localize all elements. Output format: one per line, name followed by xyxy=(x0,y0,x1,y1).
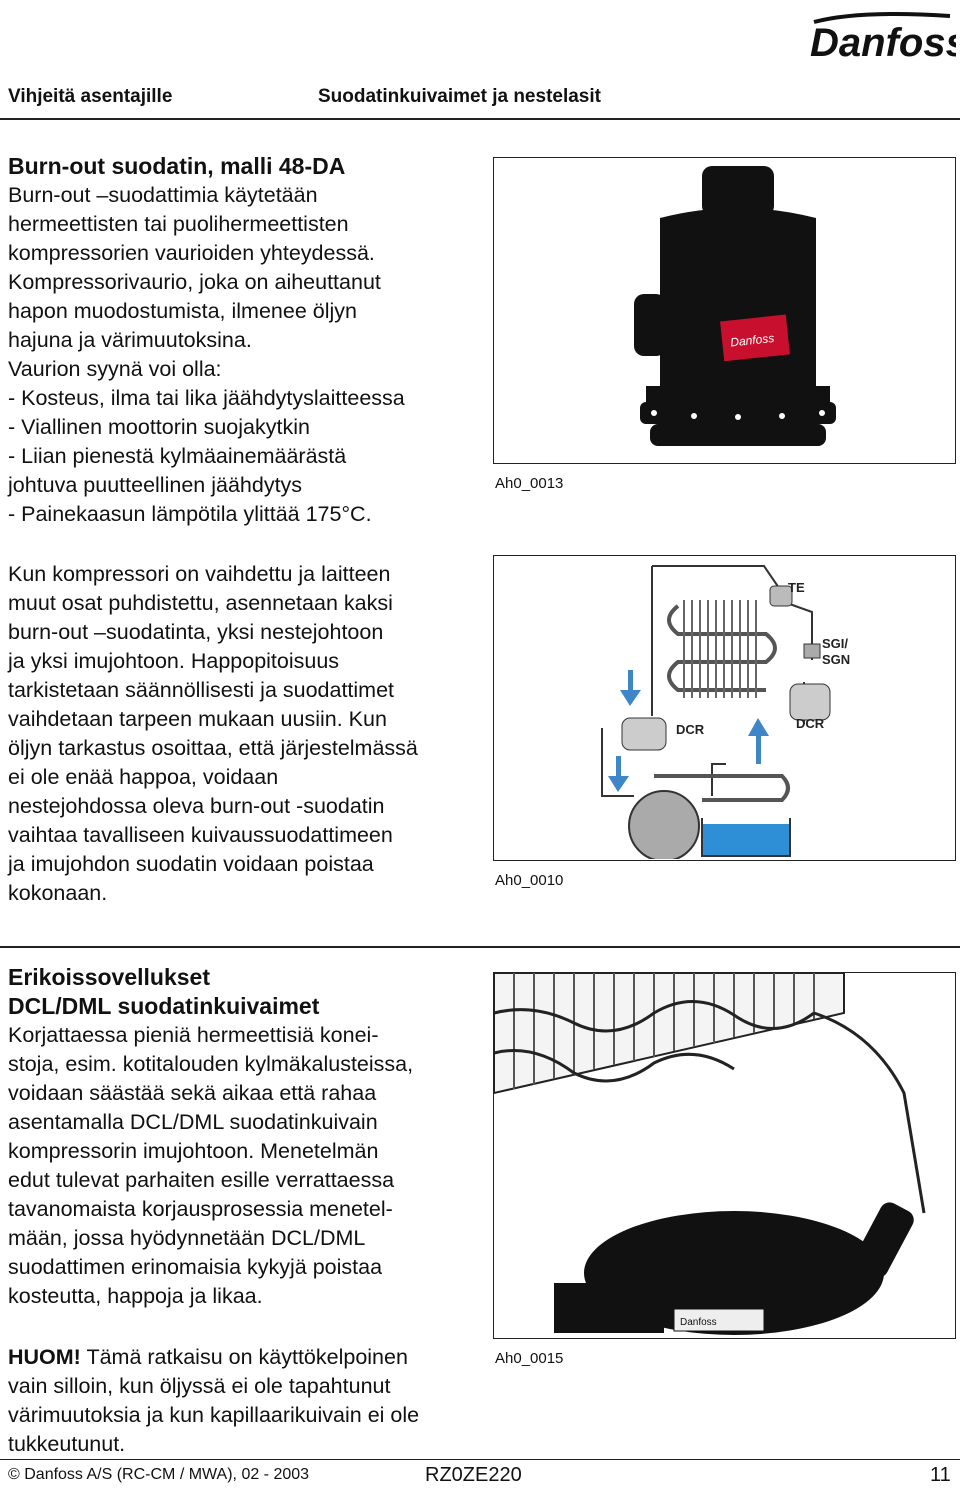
footer-copyright: © Danfoss A/S (RC-CM / MWA), 02 - 2003 xyxy=(8,1466,310,1483)
list-item: - Liian pienestä kylmäainemäärästä xyxy=(8,444,347,468)
dcr-right-label: DCR xyxy=(796,716,825,731)
section-burnout-filter: Burn-out suodatin, malli 48-DA Burn-out … xyxy=(8,152,488,529)
text-line: stoja, esim. kotitalouden kylmäkalusteis… xyxy=(8,1052,414,1076)
text-line: vaihtaa tavalliseen kuivaussuodattimeen xyxy=(8,823,393,847)
list-item: - Viallinen moottorin suojakytkin xyxy=(8,415,310,439)
header-document-title: Suodatinkuivaimet ja nestelasit xyxy=(318,86,601,107)
note-block: HUOM! Tämä ratkaisu on käyttökelpoinen v… xyxy=(8,1343,488,1459)
figure-caption: Ah0_0010 xyxy=(495,872,564,889)
header-rule xyxy=(0,118,960,120)
list-item: johtuva puutteellinen jäähdytys xyxy=(8,473,303,497)
list-item: - Painekaasun lämpötila ylittää 175°C. xyxy=(8,502,372,526)
svg-text:Danfoss: Danfoss xyxy=(730,331,775,350)
text-line: öljyn tarkastus osoittaa, että järjestel… xyxy=(8,736,418,760)
text-line: hermeettisten tai puolihermeettisten xyxy=(8,212,349,236)
text-line: vain silloin, kun öljyssä ei ole tapahtu… xyxy=(8,1374,391,1398)
logo-wordmark: Danfoss xyxy=(810,21,956,65)
section-title: Burn-out suodatin, malli 48-DA xyxy=(8,153,346,179)
section-subtitle: DCL/DML suodatinkuivaimet xyxy=(8,993,320,1019)
text-line: kosteutta, happoja ja likaa. xyxy=(8,1284,263,1308)
section-replacement-text: Kun kompressori on vaihdettu ja laitteen… xyxy=(8,560,488,908)
header-section-label: Vihjeitä asentajille xyxy=(8,86,173,107)
note-first-line: HUOM! Tämä ratkaisu on käyttökelpoinen xyxy=(8,1343,488,1372)
text-line: kompressorin imujohtoon. Menetelmän xyxy=(8,1139,379,1163)
text-line: ja yksi imujohtoon. Happopitoisuus xyxy=(8,649,340,673)
note-label: HUOM! xyxy=(8,1345,81,1369)
text-line: nestejohdossa oleva burn-out -suodatin xyxy=(8,794,385,818)
text-line: hapon muodostumista, ilmenee öljyn xyxy=(8,299,357,323)
text-line: burn-out –suodatinta, yksi nestejohtoon xyxy=(8,620,384,644)
text-line: suodattimen erinomaisia kykyjä poistaa xyxy=(8,1255,383,1279)
danfoss-logo: Danfoss xyxy=(800,8,960,68)
text-line: voidaan säästää sekä aikaa että rahaa xyxy=(8,1081,377,1105)
text-line: tarkistetaan säännöllisesti ja suodattim… xyxy=(8,678,395,702)
svg-text:Danfoss: Danfoss xyxy=(680,1317,717,1328)
sgn-label: SGN xyxy=(822,652,850,667)
text-line: muut osat puhdistettu, asennetaan kaksi xyxy=(8,591,393,615)
section-body: Burn-out –suodattimia käytetään hermeett… xyxy=(8,181,488,529)
text-line: Kun kompressori on vaihdettu ja laitteen xyxy=(8,562,391,586)
section-title: Erikoissovellukset xyxy=(8,964,210,990)
text-line: tavanomaista korjausprosessia menetel- xyxy=(8,1197,393,1221)
figure-system-diagram: TE SGI/ SGN DCR DCR xyxy=(493,555,956,862)
figure-compressor-installation: Danfoss xyxy=(493,972,956,1339)
figure-burnout-filter: Danfoss xyxy=(493,157,956,464)
refrigeration-circuit-diagram: TE SGI/ SGN DCR DCR xyxy=(601,565,850,862)
text-line: ja imujohdon suodatin voidaan poistaa xyxy=(8,852,374,876)
compressor-illustration: Danfoss xyxy=(493,972,926,1335)
section-body: Korjattaessa pieniä hermeettisiä konei- … xyxy=(8,1021,488,1311)
section-special-applications: Erikoissovellukset DCL/DML suodatinkuiva… xyxy=(8,963,488,1311)
figure-caption: Ah0_0015 xyxy=(495,1350,564,1367)
burnout-filter-illustration: Danfoss xyxy=(634,166,836,446)
text-line: kompressorien vaurioiden yhteydessä. xyxy=(8,241,375,265)
text-line: Korjattaessa pieniä hermeettisiä konei- xyxy=(8,1023,379,1047)
text-line: hajuna ja värimuutoksina. xyxy=(8,328,252,352)
text-line: kokonaan. xyxy=(8,881,108,905)
text-line: edut tulevat parhaiten esille verrattaes… xyxy=(8,1168,395,1192)
te-label: TE xyxy=(788,580,805,595)
text-line: Vaurion syynä voi olla: xyxy=(8,357,222,381)
text-line: vaihdetaan tarpeen mukaan uusiin. Kun xyxy=(8,707,387,731)
text-line: Kompressorivaurio, joka on aiheuttanut xyxy=(8,270,381,294)
text-line: tukkeutunut. xyxy=(8,1432,126,1456)
note-text: Tämä ratkaisu on käyttökelpoinen xyxy=(80,1345,408,1369)
page-number: 11 xyxy=(930,1464,951,1486)
section-divider xyxy=(0,946,960,948)
text-line: mään, jossa hyödynnetään DCL/DML xyxy=(8,1226,366,1250)
footer-rule xyxy=(0,1459,960,1460)
figure-caption: Ah0_0013 xyxy=(495,475,564,492)
sgi-label: SGI/ xyxy=(822,636,848,651)
list-item: - Kosteus, ilma tai lika jäähdytyslaitte… xyxy=(8,386,405,410)
footer-document-code: RZ0ZE220 xyxy=(425,1464,522,1486)
text-line: ei ole enää happoa, voidaan xyxy=(8,765,279,789)
dcr-left-label: DCR xyxy=(676,722,705,737)
text-line: värimuutoksia ja kun kapillaarikuivain e… xyxy=(8,1403,420,1427)
text-line: Burn-out –suodattimia käytetään xyxy=(8,183,318,207)
text-line: asentamalla DCL/DML suodatinkuivain xyxy=(8,1110,378,1134)
